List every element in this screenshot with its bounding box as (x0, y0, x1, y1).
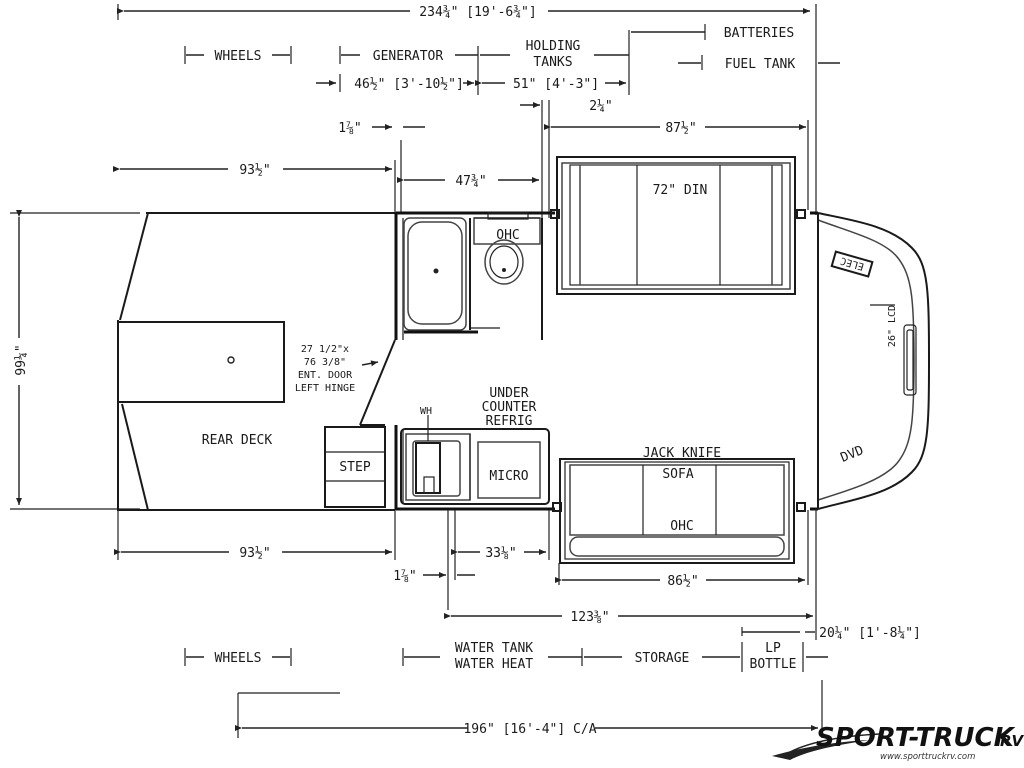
holding-tanks-dimension: 51" [4'-3"] (513, 77, 599, 92)
logo-wordmark: SPORT-TRUCK (816, 723, 1016, 753)
wheels-bottom-label: WHEELS (215, 651, 262, 666)
wall-bottom-dimension: 1⅞" (393, 569, 416, 584)
refrig-label-2: COUNTER (482, 400, 537, 415)
wheels-top-label: WHEELS (215, 49, 262, 64)
logo-rv: RV (1000, 732, 1024, 750)
height-overall-dimension: 99¼" (14, 344, 29, 375)
galley: WH MICRO UNDER COUNTER REFRIG (400, 386, 550, 505)
storage-label: STORAGE (635, 651, 690, 666)
water-label-2: WATER HEAT (455, 657, 533, 672)
ohc-bottom-label: OHC (670, 519, 693, 534)
rear-deck-top-dimension: 93½" (239, 163, 270, 178)
rear-deck: REAR DECK STEP (117, 212, 398, 511)
door-label-1: 27 1/2"x (301, 344, 349, 355)
generator-label: GENERATOR (373, 49, 444, 64)
bath-width-dimension: 47¾" (455, 174, 486, 189)
lcd-label: 26" LCD (887, 305, 898, 347)
dvd-label: DVD (838, 443, 866, 466)
overall-length-label: 234¾" [19'-6¾"] (419, 5, 536, 20)
door-label-4: LEFT HINGE (295, 383, 355, 394)
height-dimension: 99¼" (10, 210, 140, 510)
rear-deck-label: REAR DECK (202, 433, 273, 448)
interior-length-dimension: 123⅜" (570, 610, 609, 625)
door-label-3: ENT. DOOR (298, 370, 353, 381)
water-label-1: WATER TANK (455, 641, 533, 656)
dinette-width-dimension: 87½" (665, 121, 696, 136)
step-label: STEP (339, 460, 370, 475)
sofa-label-1: JACK KNIFE (643, 446, 721, 461)
wall-top-dimension: 1⅞" (338, 121, 361, 136)
fuel-tank-label: FUEL TANK (725, 57, 796, 72)
lp-bottle-dimension: 20¼" [1'-8¼"] (819, 626, 921, 641)
ca-dimension: 196" [16'-4"] C/A (463, 722, 596, 737)
logo-url: www.sporttruckrv.com (880, 752, 975, 762)
entry-door: 27 1/2"x 76 3/8" ENT. DOOR LEFT HINGE (295, 339, 396, 426)
ohc-top-label: OHC (496, 228, 519, 243)
lp-label-1: LP (765, 641, 781, 656)
holding-tanks-label-1: HOLDING (526, 39, 581, 54)
cab: ELEC 26" LCD DVD (817, 212, 931, 510)
generator-dimension: 46½" [3'-10½"] (354, 77, 464, 92)
sport-truck-logo: SPORT-TRUCK RV www.sporttruckrv.com (772, 723, 1024, 762)
wh-label: WH (420, 406, 432, 417)
sofa: JACK KNIFE SOFA OHC (552, 446, 806, 564)
dinette: 72" DIN (550, 156, 806, 295)
lp-label-2: BOTTLE (750, 657, 797, 672)
door-label-2: 76 3/8" (304, 357, 346, 368)
rear-deck-bottom-dimension: 93½" (239, 546, 270, 561)
refrig-label-3: REFRIG (486, 414, 533, 429)
micro-label: MICRO (489, 469, 528, 484)
refrig-label-1: UNDER (489, 386, 528, 401)
sofa-label-2: SOFA (662, 467, 693, 482)
top-dimensions: 234¾" [19'-6¾"] WHEELS GENERATOR 46½" [3… (113, 4, 840, 340)
galley-gap-dimension: 33⅛" (485, 546, 516, 561)
dinette-label: 72" DIN (653, 183, 708, 198)
bottom-dimensions: 93½" 1⅞" 33⅛" 86½" 123⅜" 20¼" [1'-8¼"] (114, 509, 921, 738)
sofa-width-dimension: 86½" (667, 574, 698, 589)
top-gap-dimension: 2¼" (589, 99, 612, 114)
batteries-label: BATTERIES (724, 26, 794, 41)
bathroom: OHC (403, 212, 552, 340)
holding-tanks-label-2: TANKS (533, 55, 572, 70)
